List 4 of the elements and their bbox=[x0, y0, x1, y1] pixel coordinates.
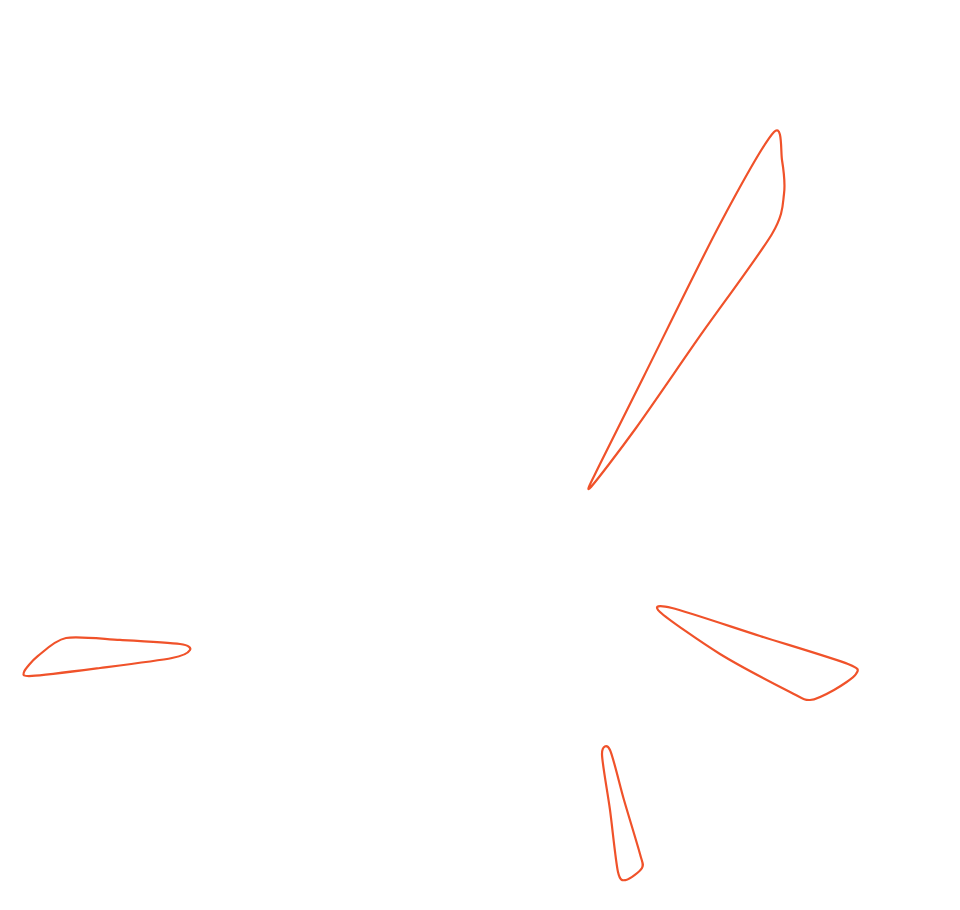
petal-shape bbox=[22, 636, 192, 678]
petal-shape bbox=[587, 129, 786, 491]
petal-shape bbox=[600, 745, 644, 882]
petal-shape bbox=[655, 605, 859, 702]
